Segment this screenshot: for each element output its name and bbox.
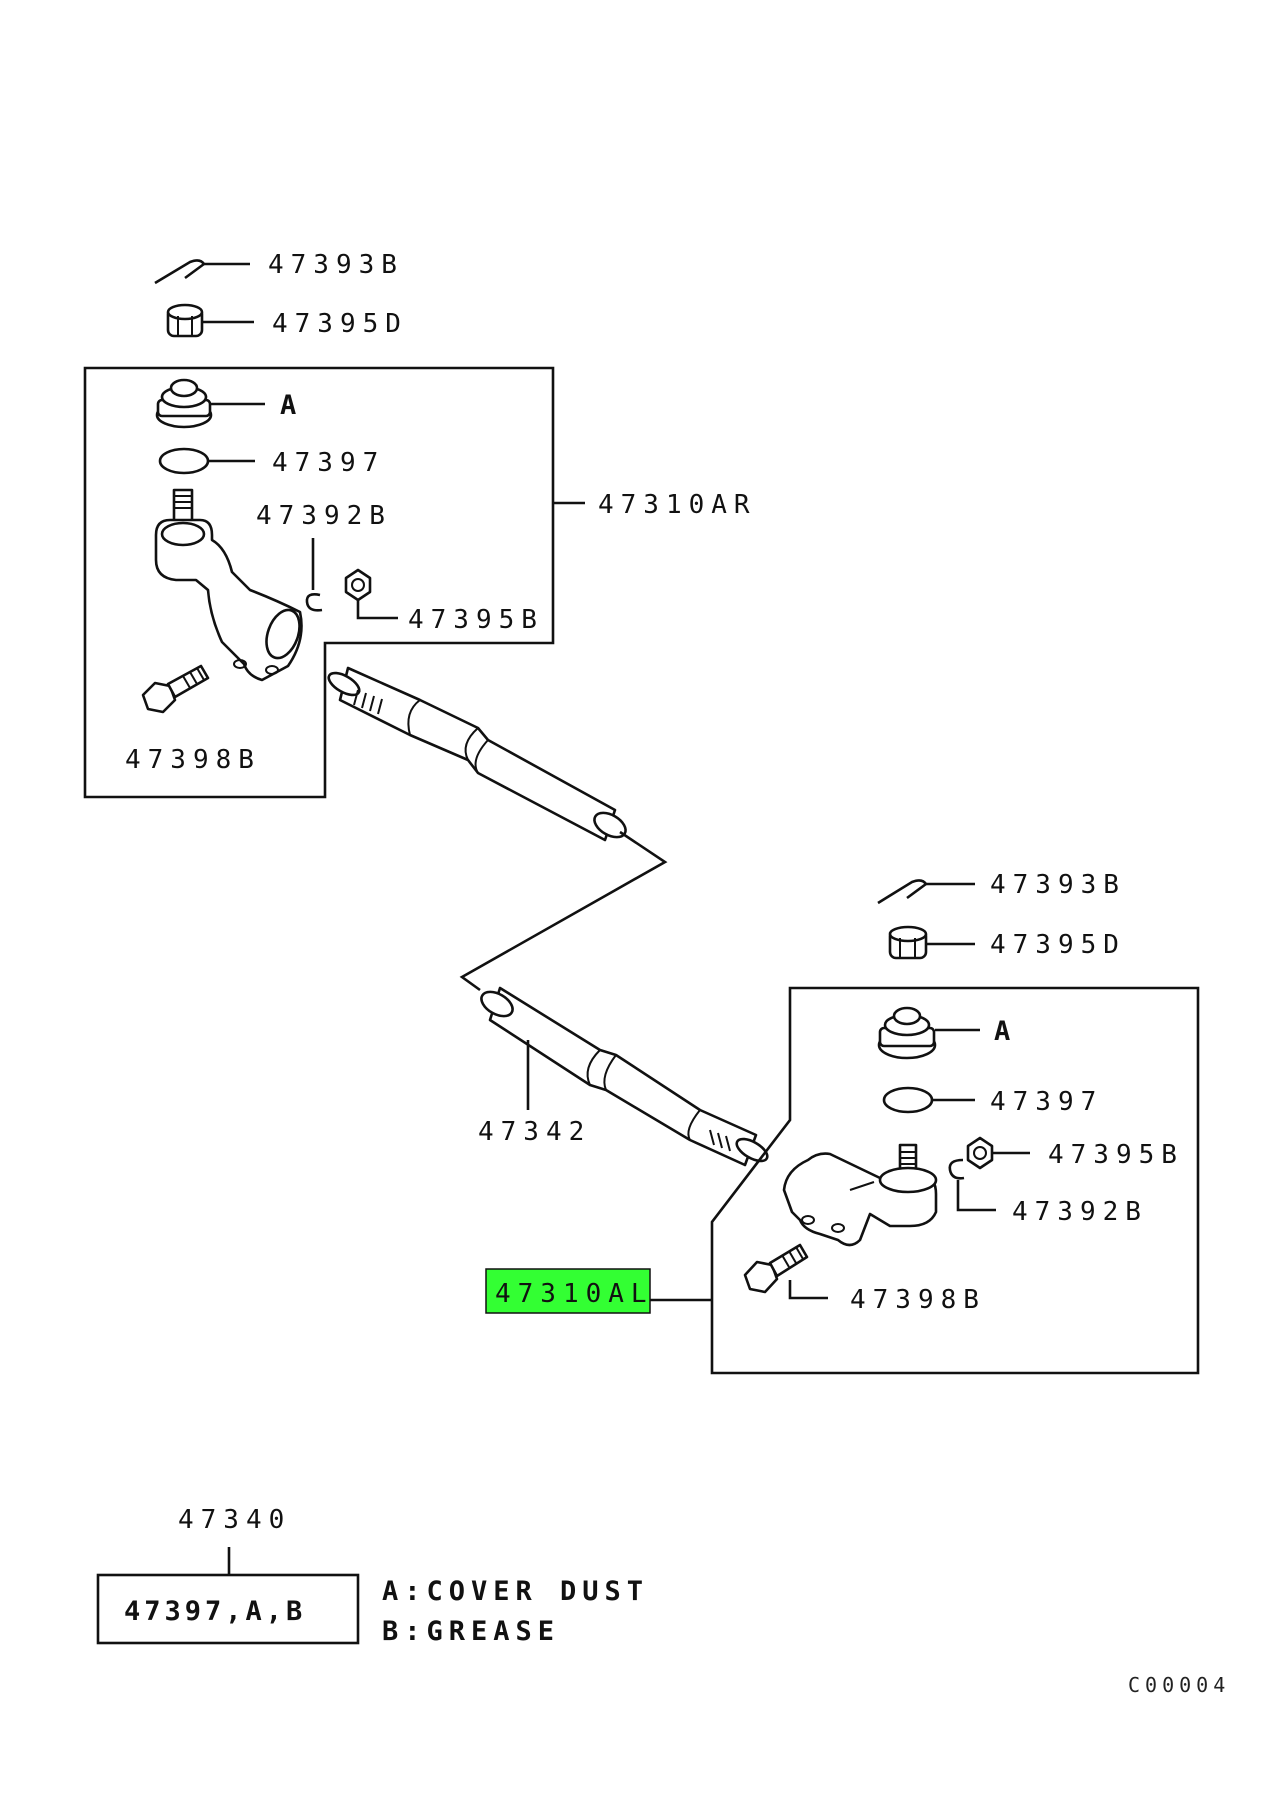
nut-top-icon [344, 568, 398, 620]
label-castle-nut-bottom: 47395D [990, 930, 1126, 960]
label-ring-top: 47397 [272, 448, 385, 478]
label-castle-nut-top: 47395D [272, 309, 408, 339]
label-bolt-bottom: 47398B [850, 1285, 986, 1315]
tie-rod-end-right-icon [154, 488, 303, 682]
label-bolt-top: 47398B [125, 745, 261, 775]
break-line [459, 830, 668, 992]
label-tie-rod-end-left[interactable]: 47310AL [495, 1279, 654, 1309]
label-boot-top: A [280, 390, 300, 421]
kit-box [96, 1573, 360, 1645]
dust-boot-bottom-icon [877, 1006, 980, 1060]
assembly-frame-right [83, 366, 555, 799]
figure-code: C00004 [1128, 1673, 1230, 1697]
label-cotter-pin-bottom: 47393B [990, 870, 1126, 900]
assembly-frame-left [710, 986, 1200, 1375]
castle-nut-top-icon [166, 303, 254, 338]
label-boot-bottom: A [994, 1016, 1014, 1047]
bolt-bottom-icon [743, 1243, 828, 1300]
tie-rod-upper-icon [327, 666, 627, 842]
cotter-pin-bottom-icon [877, 879, 975, 905]
label-kit-contents: 47397,A,B [124, 1596, 306, 1627]
nut-bottom-icon [966, 1136, 1030, 1170]
label-tie-rod-end-right: 47310AR [598, 490, 757, 520]
cotter-pin-top-icon [154, 259, 250, 285]
tie-rod-lower-icon [480, 986, 769, 1167]
label-nut-top: 47395B [408, 605, 544, 635]
label-snap-ring-bottom: 47392B [1012, 1197, 1148, 1227]
label-snap-ring-top: 47392B [256, 501, 392, 531]
legend-item-a: A:COVER DUST [382, 1576, 649, 1607]
tie-rod-end-left-icon [782, 1143, 938, 1247]
o-ring-top-icon [158, 447, 255, 475]
label-tie-rod: 47342 [478, 1117, 591, 1147]
highlight-tie-rod-end-left[interactable] [485, 1268, 651, 1314]
snap-ring-top-icon [305, 538, 323, 612]
label-cotter-pin-top: 47393B [268, 250, 404, 280]
snap-ring-bottom-icon [948, 1158, 996, 1212]
label-ring-bottom: 47397 [990, 1087, 1103, 1117]
dust-boot-top-icon [155, 378, 265, 429]
castle-nut-bottom-icon [888, 925, 975, 960]
label-kit-number: 47340 [178, 1505, 291, 1535]
legend-item-b: B:GREASE [382, 1616, 560, 1647]
o-ring-bottom-icon [882, 1086, 975, 1114]
label-nut-bottom: 47395B [1048, 1140, 1184, 1170]
bolt-top-icon [141, 664, 210, 714]
